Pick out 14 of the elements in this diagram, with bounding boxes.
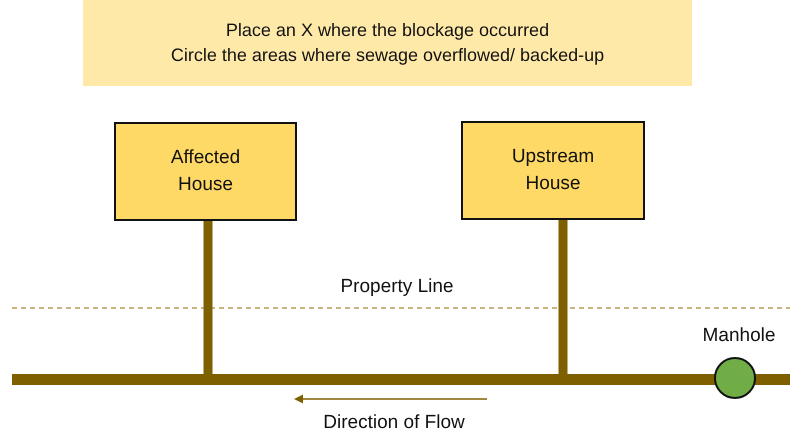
instruction-text: Place an X where the blockage occurred	[224, 18, 550, 42]
main-sewer-pipe	[12, 374, 790, 385]
property-line-label: Property Line	[340, 276, 454, 298]
house-label: Upstream House	[510, 144, 596, 196]
manhole-circle	[714, 357, 756, 399]
manhole-label: Manhole	[702, 325, 776, 347]
lateral-pipe	[558, 220, 568, 374]
instruction-panel	[83, 0, 692, 86]
lateral-pipe	[204, 221, 212, 374]
instruction-text: Circle the areas where sewage overflowed/ backed-up	[170, 44, 606, 67]
house-box	[461, 121, 645, 220]
house-label: Affected House	[170, 146, 242, 196]
house-box	[114, 122, 297, 221]
flow-direction-label: Direction of Flow	[323, 412, 465, 434]
